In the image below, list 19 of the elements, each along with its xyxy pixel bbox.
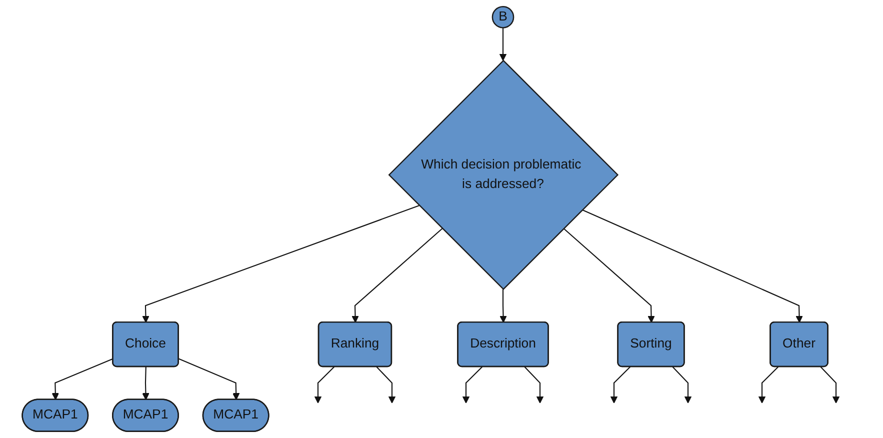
node-circle (492, 6, 514, 28)
arrow (142, 204, 420, 323)
arrow (142, 366, 150, 400)
arrow (499, 28, 507, 61)
arrow (178, 358, 240, 400)
arrow (462, 366, 483, 404)
arrow (500, 289, 507, 323)
arrow (352, 228, 443, 323)
node-diamond (388, 60, 619, 290)
arrow (376, 366, 396, 404)
arrow (314, 366, 335, 404)
arrow (758, 366, 779, 404)
arrow (524, 366, 544, 404)
arrow (563, 228, 655, 323)
arrow (52, 358, 114, 400)
arrow (582, 209, 803, 323)
arrow (610, 366, 631, 404)
arrow (672, 366, 692, 404)
arrow (820, 366, 840, 404)
